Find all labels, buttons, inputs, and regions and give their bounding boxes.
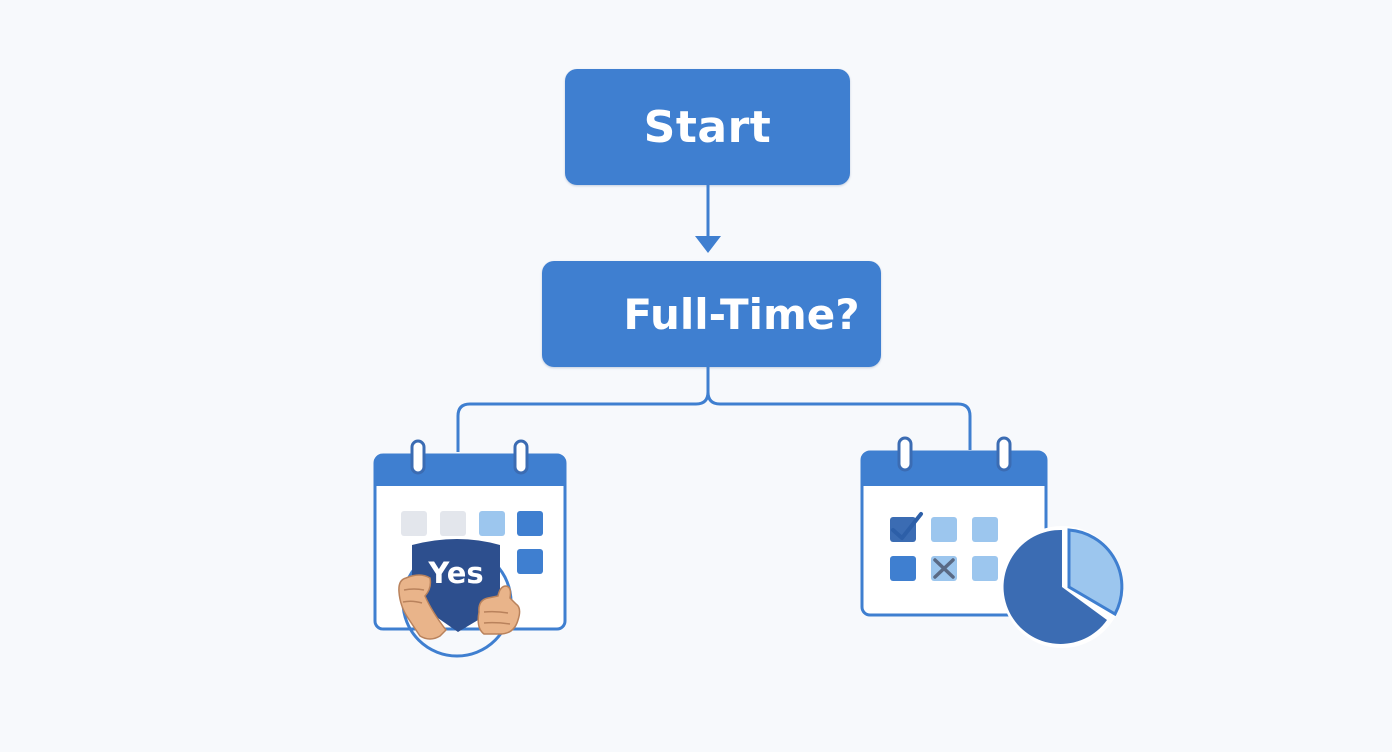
- arrow-head-icon: [695, 236, 721, 253]
- calendar-cell: [517, 511, 543, 536]
- calendar-cell: [972, 556, 998, 581]
- decision-label: Full-Time?: [623, 289, 860, 339]
- thumbs-up-icon: [477, 585, 521, 635]
- x-mark-icon: [933, 558, 955, 579]
- left-hand-icon: [398, 574, 447, 640]
- calendar-cell: [931, 517, 957, 542]
- checkmark-icon: [891, 512, 923, 540]
- arrow-start-to-decision: [695, 185, 721, 253]
- yes-badge: Yes: [398, 539, 521, 658]
- calendar-ring: [897, 436, 913, 472]
- calendar-cell: [401, 511, 427, 536]
- calendar-ring: [410, 439, 426, 475]
- calendar-ring: [996, 436, 1012, 472]
- calendar-cell: [890, 556, 916, 581]
- calendar-cell: [479, 511, 505, 536]
- decision-node: Full-Time?: [542, 261, 881, 367]
- branch-connector-left: [456, 367, 710, 452]
- calendar-cell: [517, 549, 543, 574]
- start-node: Start: [565, 69, 850, 185]
- calendar-cell: [972, 517, 998, 542]
- yes-label: Yes: [427, 556, 483, 590]
- pie-chart-icon: [1001, 526, 1124, 648]
- calendar-ring: [513, 439, 529, 475]
- right-calendar-icon: [860, 436, 1048, 617]
- start-label: Start: [643, 101, 772, 153]
- branch-connector-right: [706, 391, 972, 450]
- calendar-cell: [440, 511, 466, 536]
